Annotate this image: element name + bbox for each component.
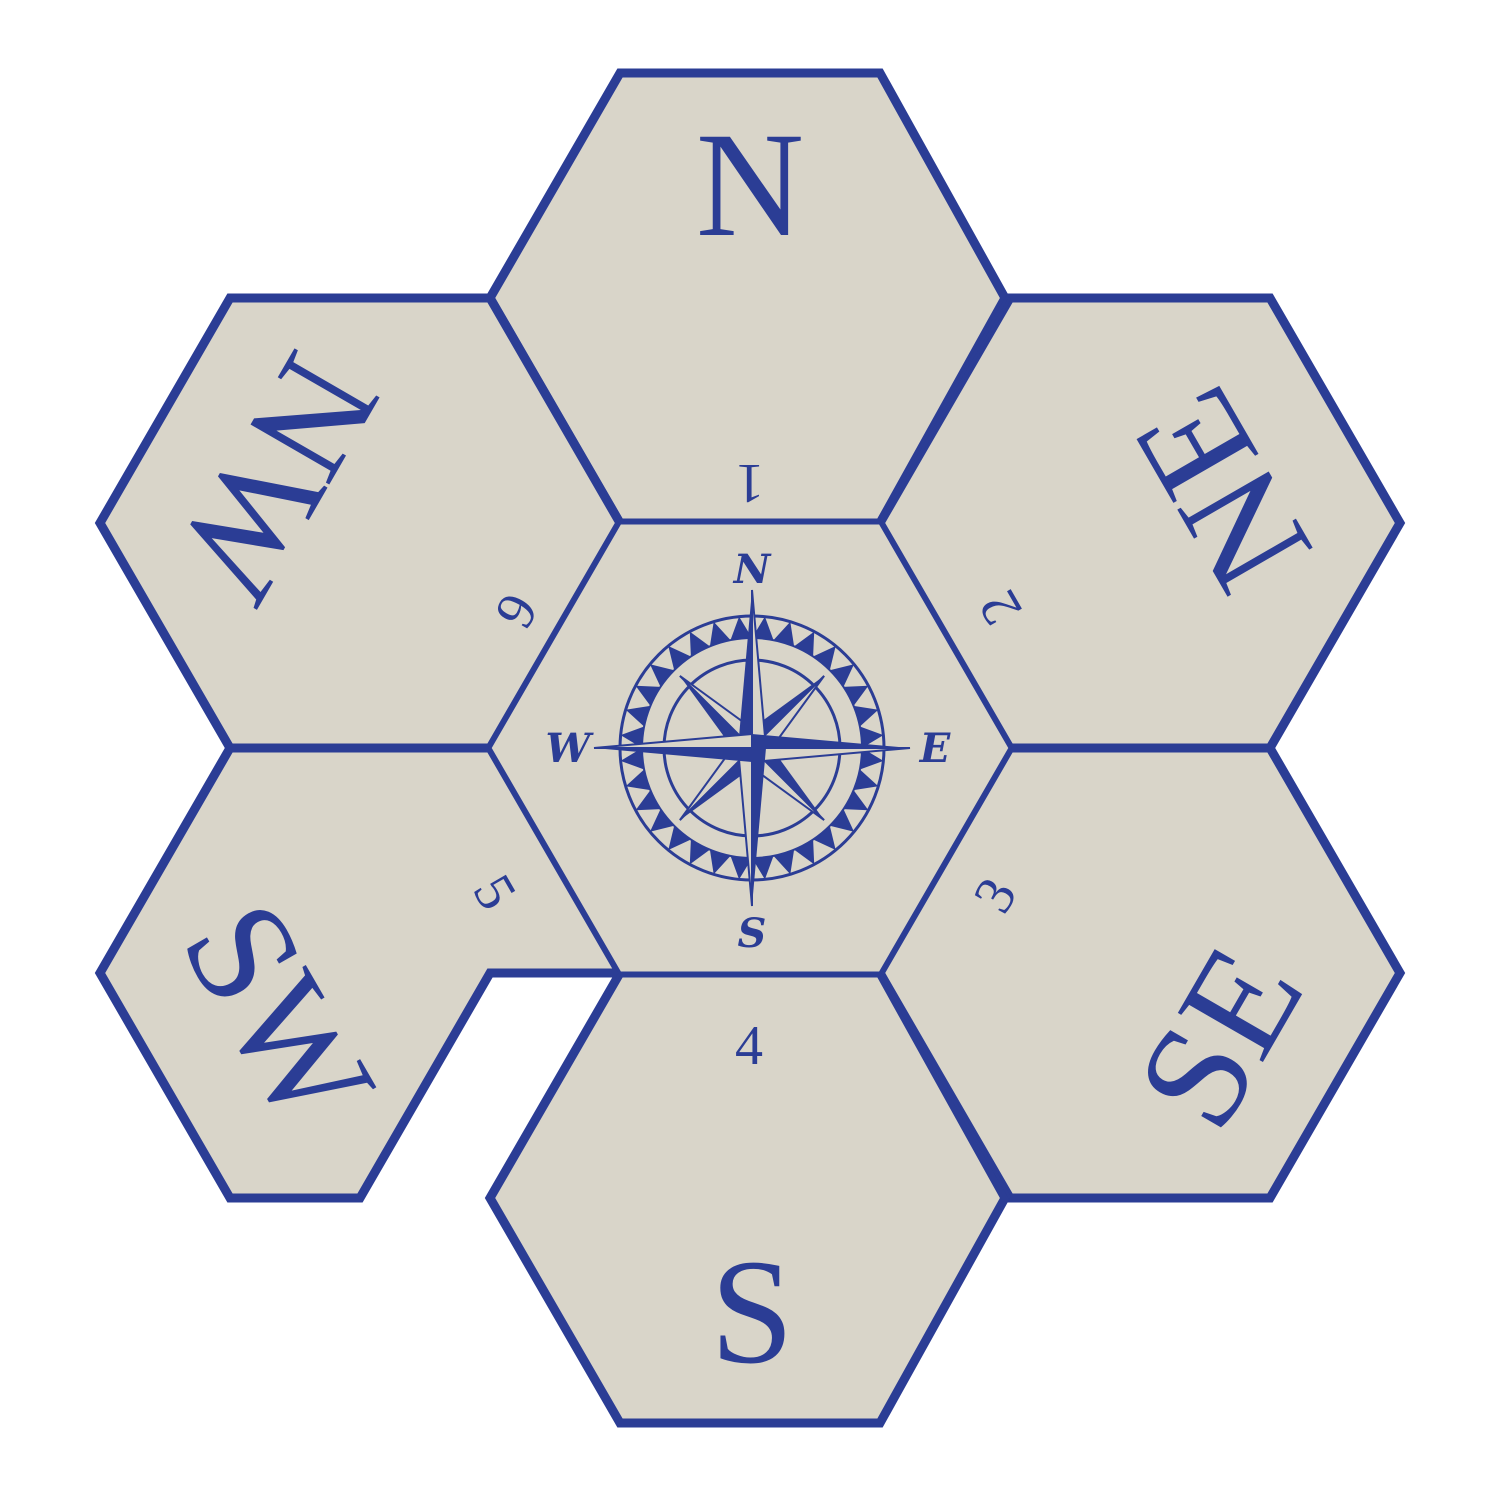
compass-cardinal-point-dark (752, 748, 766, 906)
tile-divider-line (878, 972, 1012, 1199)
compass-west-label: W (546, 725, 595, 772)
compass-south-label: S (738, 910, 767, 957)
compass-star (593, 589, 911, 907)
tile-north-east[interactable]: NE 2 (874, 293, 1406, 753)
tile-south-direction-label: S (710, 1229, 793, 1395)
compass-north-label: N (732, 546, 772, 593)
compass-rose: N E S W (546, 546, 951, 957)
tile-north-number: 1 (736, 452, 764, 514)
tile-south-east[interactable]: SE 3 (874, 743, 1406, 1203)
tile-divider-line (878, 297, 1012, 524)
tile-south-west[interactable]: SW 5 (94, 743, 628, 1203)
compass-cardinal-point-dark (594, 748, 752, 762)
compass-cardinal-point-dark (738, 590, 752, 748)
tile-divider-line (488, 972, 622, 1199)
tile-divider-line (488, 297, 622, 524)
compass-east-label: E (919, 725, 951, 772)
compass-cardinal-point-dark (752, 734, 910, 748)
tile-north-direction-label: N (696, 102, 804, 268)
tile-south-number: 4 (735, 1015, 763, 1077)
tile-south[interactable]: S 4 (484, 968, 1011, 1428)
